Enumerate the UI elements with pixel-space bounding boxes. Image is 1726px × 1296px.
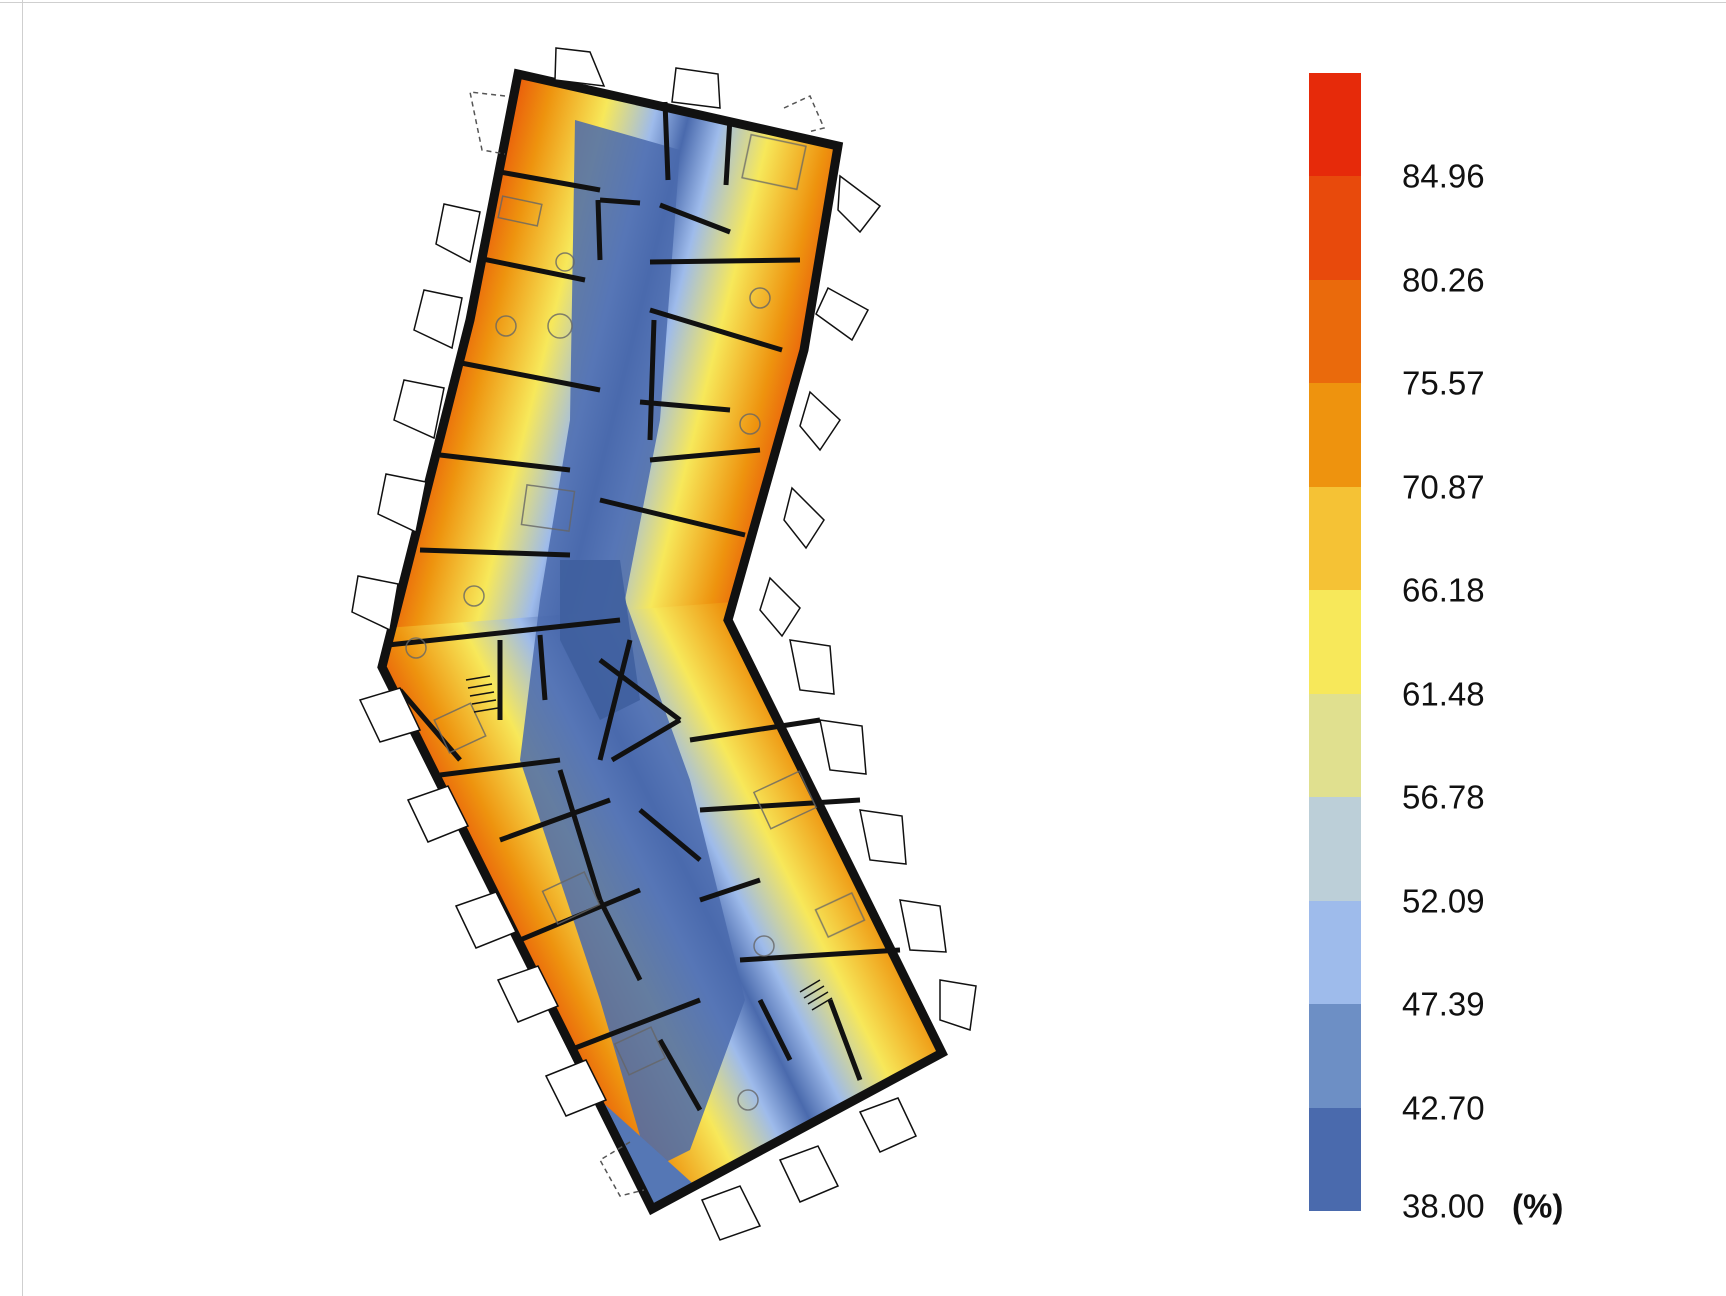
legend-unit-label: (%) [1512, 1187, 1564, 1225]
legend-band [1309, 693, 1361, 798]
legend-tick-label: 70.87 [1402, 468, 1485, 506]
heat-corridor-core [520, 120, 745, 1170]
frame-border-top [0, 2, 1726, 3]
legend-tick-label: 56.78 [1402, 778, 1485, 816]
legend-tick-label: 47.39 [1402, 985, 1485, 1023]
balconies [351, 47, 977, 1241]
heat-field [382, 74, 942, 1209]
dashed-balconies [469, 91, 826, 1197]
legend-color-bar [1309, 73, 1361, 1211]
interior-walls [387, 101, 901, 1112]
legend-band [1309, 279, 1361, 384]
legend-tick-label: 66.18 [1402, 571, 1485, 609]
legend-tick-label: 84.96 [1402, 157, 1485, 195]
legend-tick-label: 42.70 [1402, 1089, 1485, 1127]
heat-south-tip [600, 1100, 700, 1209]
legend-tick-label: 52.09 [1402, 882, 1485, 920]
legend-band [1309, 590, 1361, 694]
legend-band [1309, 900, 1361, 1005]
legend-band [1309, 797, 1361, 901]
legend-tick-label: 80.26 [1402, 261, 1485, 299]
stairs [465, 675, 833, 1011]
legend-band [1309, 1004, 1361, 1108]
legend-band [1309, 1107, 1361, 1211]
legend-tick-label: 61.48 [1402, 675, 1485, 713]
legend-band [1309, 73, 1361, 177]
legend-band [1309, 176, 1361, 280]
legend-tick-label: 75.57 [1402, 364, 1485, 402]
frame-border-left [22, 0, 23, 1296]
furniture [405, 133, 866, 1111]
legend-band [1309, 486, 1361, 591]
exterior-wall [377, 68, 948, 1216]
legend-band [1309, 383, 1361, 487]
legend-tick-label: 38.00 [1402, 1187, 1485, 1225]
